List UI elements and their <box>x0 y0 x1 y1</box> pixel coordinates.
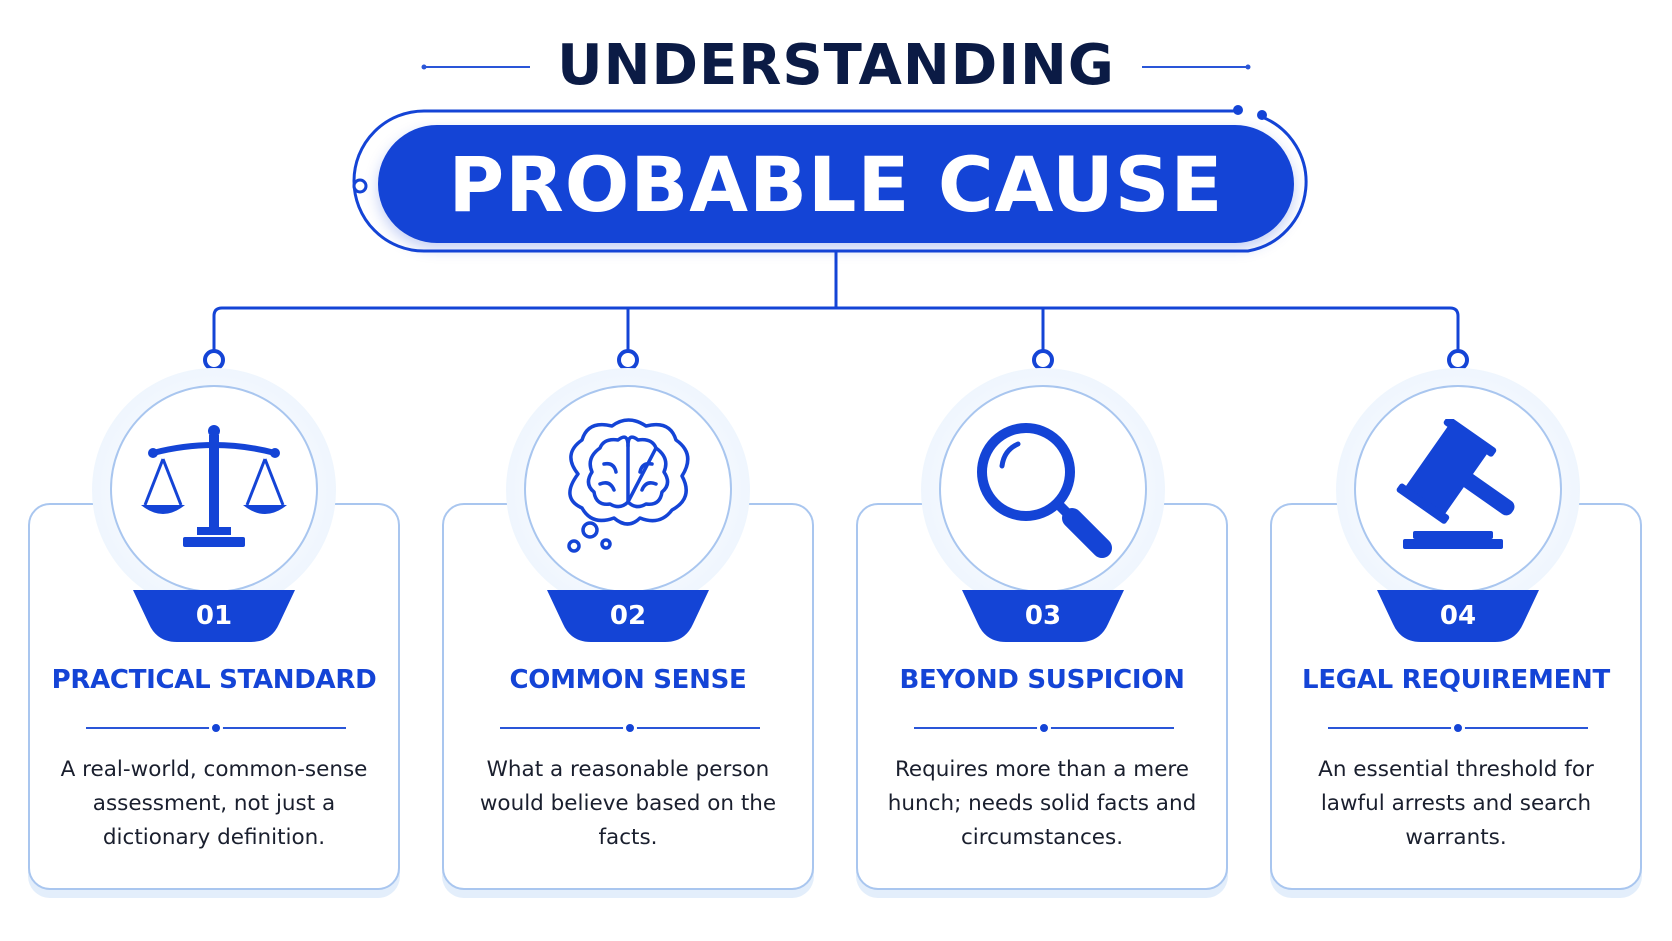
card-practical-standard: PRACTICAL STANDARD A real-world, common-… <box>28 503 400 890</box>
gavel-icon <box>1396 419 1515 549</box>
card-title: LEGAL REQUIREMENT <box>1302 665 1610 695</box>
card-description: What a reasonable person would believe b… <box>479 757 777 850</box>
icon-circle-01 <box>110 385 318 593</box>
number-badge-02: 02 <box>547 590 709 642</box>
card-description: A real-world, common-sense assessment, n… <box>60 757 368 850</box>
icon-circle-03 <box>939 385 1147 593</box>
card-divider <box>914 721 1174 735</box>
card-title: PRACTICAL STANDARD <box>51 665 377 695</box>
number-badge-01: 01 <box>133 590 295 642</box>
page-title: PROBABLE CAUSE <box>448 139 1224 229</box>
number-badge-03: 03 <box>962 590 1124 642</box>
icon-circle-04 <box>1354 385 1562 593</box>
scales-of-justice-icon <box>141 425 287 547</box>
badge-number: 04 <box>1439 601 1477 631</box>
card-title: COMMON SENSE <box>509 665 747 695</box>
badge-number: 02 <box>609 601 647 631</box>
title-banner: PROBABLE CAUSE <box>378 125 1294 243</box>
badge-number: 03 <box>1024 601 1062 631</box>
card-divider <box>86 721 346 735</box>
number-badge-04: 04 <box>1377 590 1539 642</box>
heading-understanding: UNDERSTANDING <box>557 33 1115 98</box>
card-title: BEYOND SUSPICION <box>899 665 1185 695</box>
icon-circle-02 <box>524 385 732 593</box>
card-description: An essential threshold for lawful arrest… <box>1318 757 1594 850</box>
card-divider <box>500 721 760 735</box>
badge-number: 01 <box>195 601 233 631</box>
card-divider <box>1328 721 1588 735</box>
magnifying-glass-icon <box>977 423 1112 558</box>
brain-thought-icon <box>567 418 690 553</box>
card-description: Requires more than a mere hunch; needs s… <box>887 757 1197 850</box>
